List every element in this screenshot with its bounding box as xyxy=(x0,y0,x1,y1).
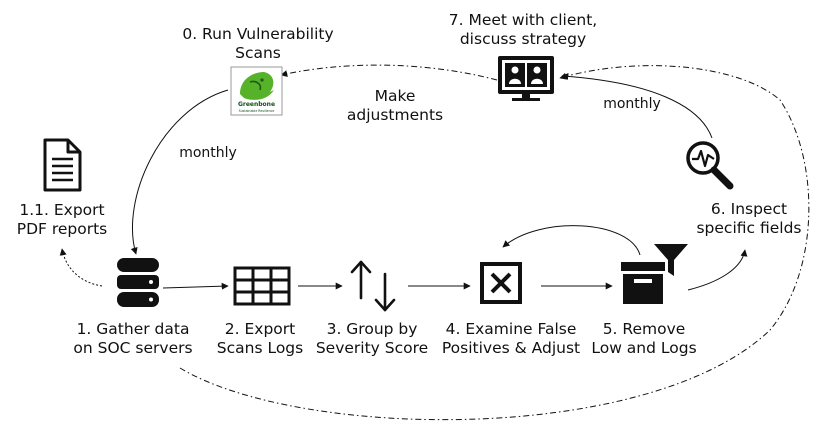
flow-5-6-connector xyxy=(687,249,748,291)
step-7-label: 7. Meet with client, discuss strategy xyxy=(438,11,608,49)
export-pdf-connector xyxy=(59,248,103,287)
loop-connector xyxy=(179,65,810,421)
step-6-line2: specific fields xyxy=(696,219,802,237)
step-6-line1: 6. Inspect xyxy=(710,200,788,218)
step-3-label: 3. Group by Severity Score xyxy=(310,320,434,358)
step-5-line2: Low and Logs xyxy=(591,339,697,357)
step-1-label: 1. Gather data on SOC servers xyxy=(62,320,204,358)
step-1-1-line1: 1.1. Export xyxy=(19,201,105,219)
monthly-left-connector xyxy=(130,89,229,255)
greenbone-tagline: Sustainable Resilience xyxy=(239,109,275,113)
step-2-label: 2. Export Scans Logs xyxy=(210,320,310,358)
video-conference-icon xyxy=(498,56,554,101)
magnifier-pulse-icon xyxy=(686,141,734,190)
step-4-line2: Positives & Adjust xyxy=(441,339,581,357)
x-box-icon xyxy=(480,262,522,304)
step-1-line2: on SOC servers xyxy=(73,339,193,357)
step-4-label: 4. Examine False Positives & Adjust xyxy=(432,320,590,358)
make-adjustments-label: Make adjustments xyxy=(325,87,465,125)
monthly-right-connector xyxy=(561,72,713,139)
step-6-label: 6. Inspect specific fields xyxy=(688,200,810,238)
filter-box-icon xyxy=(621,244,688,304)
step-1-1-line2: PDF reports xyxy=(16,220,108,238)
step-0-line1: 0. Run Vulnerability xyxy=(182,25,334,43)
step-4-line1: 4. Examine False xyxy=(445,320,577,338)
step-7-line2: discuss strategy xyxy=(459,30,587,48)
monthly-right-text: monthly xyxy=(603,96,661,112)
monthly-left-text: monthly xyxy=(179,145,237,161)
feedback-5-4-connector xyxy=(502,225,641,256)
make-adjustments-line1: Make xyxy=(374,87,416,105)
step-1-1-label: 1.1. Export PDF reports xyxy=(3,201,121,239)
step-0-line2: Scans xyxy=(235,44,281,62)
step-5-line1: 5. Remove xyxy=(602,320,686,338)
monthly-right-label: monthly xyxy=(592,95,672,114)
step-0-label: 0. Run Vulnerability Scans xyxy=(168,25,348,63)
greenbone-wordmark: Greenbone xyxy=(238,101,275,108)
step-2-line2: Scans Logs xyxy=(216,339,304,357)
step-5-label: 5. Remove Low and Logs xyxy=(582,320,706,358)
make-adjustments-line2: adjustments xyxy=(346,106,444,124)
database-icon xyxy=(117,258,159,307)
step-1-line1: 1. Gather data xyxy=(76,320,190,338)
greenbone-logo-icon: Greenbone Sustainable Resilience xyxy=(230,66,283,116)
monthly-left-label: monthly xyxy=(168,144,248,163)
step-3-line2: Severity Score xyxy=(315,339,429,357)
adjustments-connector xyxy=(280,64,498,81)
flow-1-2 xyxy=(162,282,229,290)
sort-arrows-icon xyxy=(350,260,396,312)
document-icon xyxy=(43,138,82,192)
step-7-line1: 7. Meet with client, xyxy=(448,11,598,29)
step-2-line1: 2. Export xyxy=(224,320,296,338)
table-icon xyxy=(233,266,291,306)
step-3-line1: 3. Group by xyxy=(326,320,418,338)
